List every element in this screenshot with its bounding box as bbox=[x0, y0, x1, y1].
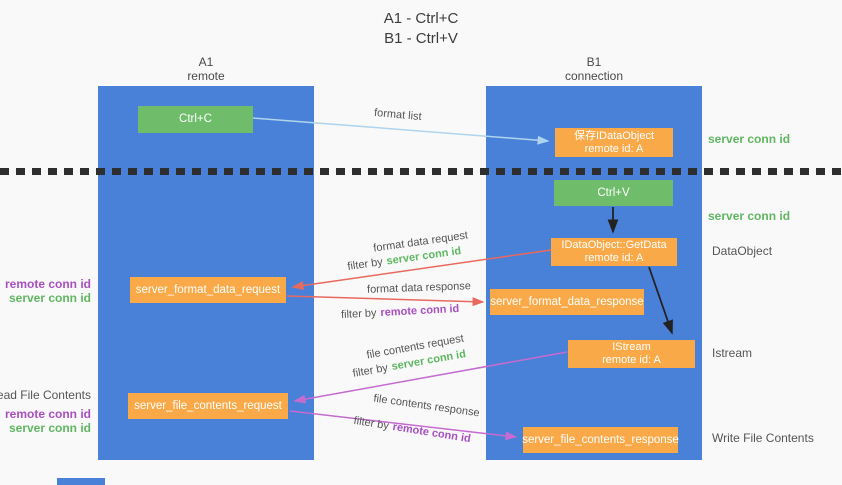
left-labels-format: remote conn id server conn id bbox=[5, 277, 91, 305]
column-header-b1: B1 connection bbox=[486, 55, 702, 83]
label-istream: Istream bbox=[712, 346, 753, 360]
dotted-divider bbox=[0, 168, 842, 175]
label-remote-conn-id-format: remote conn id bbox=[4, 277, 91, 291]
label-server-conn-id-format: server conn id bbox=[8, 291, 91, 305]
node-server-format-data-response: server_format_data_response bbox=[490, 289, 644, 315]
node-istream-line1: IStream bbox=[612, 341, 651, 353]
title-line-2: B1 - Ctrl+V bbox=[384, 30, 458, 47]
node-idataobject-getdata-line1: IDataObject::GetData bbox=[561, 239, 667, 251]
node-save-idataobject: 保存IDataObject remote id: A bbox=[555, 128, 673, 157]
node-idataobject-getdata-line2: remote id: A bbox=[584, 252, 644, 264]
label-dataobject: DataObject bbox=[712, 244, 773, 258]
node-server-file-contents-request: server_file_contents_request bbox=[128, 393, 288, 419]
label-format-data-response: format data response bbox=[366, 280, 472, 296]
node-istream-line2: remote id: A bbox=[602, 354, 661, 366]
node-idataobject-getdata: IDataObject::GetData remote id: A bbox=[551, 238, 677, 266]
node-server-format-data-request-label: server_format_data_request bbox=[135, 283, 281, 296]
column-a-name: remote bbox=[187, 69, 225, 83]
node-ctrl-c: Ctrl+C bbox=[138, 106, 253, 133]
node-server-file-contents-response-label: server_file_contents_response bbox=[522, 433, 679, 446]
arrow-format-data-response bbox=[286, 295, 485, 307]
node-server-file-contents-response: server_file_contents_response bbox=[522, 427, 679, 453]
bottom-left-bar-fragment bbox=[57, 478, 105, 485]
column-a-id: A1 bbox=[198, 55, 214, 69]
filter-key-remote-conn-id: remote conn id bbox=[391, 420, 472, 446]
column-b-id: B1 bbox=[586, 55, 602, 69]
left-labels-file: Read File Contents remote conn id server… bbox=[0, 388, 91, 435]
label-server-conn-id-file: server conn id bbox=[8, 421, 91, 435]
label-server-conn-id-mid: server conn id bbox=[708, 209, 791, 223]
filter-prefix: filter by bbox=[340, 307, 377, 322]
node-save-idataobject-line1: 保存IDataObject bbox=[573, 129, 655, 142]
node-server-format-data-request: server_format_data_request bbox=[130, 277, 286, 303]
label-format-list: format list bbox=[373, 106, 423, 124]
node-ctrl-v-label: Ctrl+V bbox=[597, 186, 630, 199]
node-ctrl-v: Ctrl+V bbox=[554, 180, 673, 206]
filter-prefix: filter by bbox=[346, 256, 384, 273]
label-remote-conn-id-file: remote conn id bbox=[4, 407, 91, 421]
label-server-conn-id-top: server conn id bbox=[708, 132, 791, 146]
filter-key-remote-conn-id: remote conn id bbox=[380, 302, 460, 320]
filter-prefix: filter by bbox=[352, 414, 390, 433]
node-istream: IStream remote id: A bbox=[568, 340, 695, 368]
node-ctrl-c-label: Ctrl+C bbox=[179, 113, 212, 125]
label-write-file-contents: Write File Contents bbox=[712, 431, 814, 445]
node-server-file-contents-request-label: server_file_contents_request bbox=[134, 399, 282, 412]
column-b-name: connection bbox=[564, 69, 624, 83]
column-header-a1: A1 remote bbox=[98, 55, 314, 83]
filter-prefix: filter by bbox=[351, 361, 389, 380]
node-save-idataobject-line2: remote id: A bbox=[584, 142, 644, 155]
label-read-file-contents: Read File Contents bbox=[0, 388, 91, 402]
title-line-1: A1 - Ctrl+C bbox=[383, 10, 459, 27]
label-file-contents-response: file contents response bbox=[372, 392, 481, 420]
node-server-format-data-response-label: server_format_data_response bbox=[490, 295, 644, 308]
diagram-title: A1 - Ctrl+C B1 - Ctrl+V bbox=[0, 9, 842, 49]
